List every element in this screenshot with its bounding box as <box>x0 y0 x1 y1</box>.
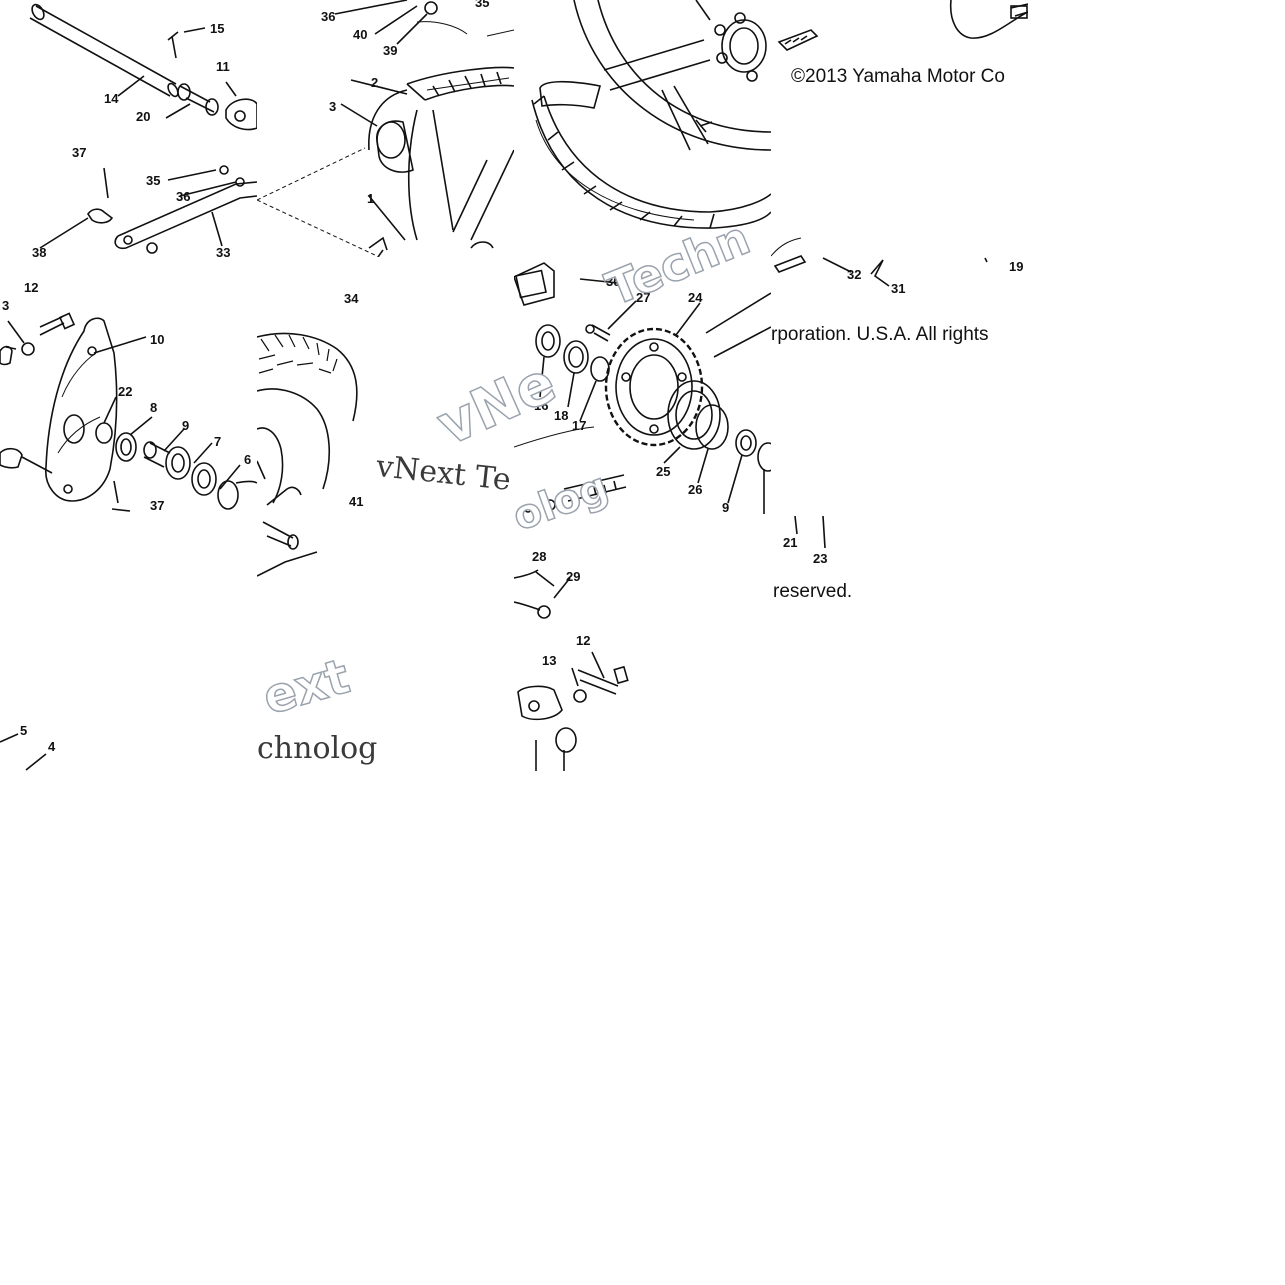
tire-drawing <box>257 0 514 257</box>
bearings-drawing <box>0 312 257 512</box>
callout-number: 15 <box>210 21 225 36</box>
callout-number: 20 <box>136 109 151 124</box>
callout-number: 12 <box>24 280 39 295</box>
callout-number: 9 <box>182 418 190 433</box>
adjuster-drawing <box>514 569 629 771</box>
diagram-tile-pins: 21 23 <box>771 508 891 570</box>
callout-number: 29 <box>566 569 581 584</box>
callout-number: 31 <box>891 281 906 296</box>
diagram-tile-axle: 15 11 14 20 37 35 36 38 33 <box>0 0 257 257</box>
callout-number: 24 <box>688 290 703 305</box>
sprocket-drawing <box>514 262 771 514</box>
watermark-text: ext <box>256 648 356 727</box>
callout-number: 3 <box>2 298 10 313</box>
callout-number: 2 <box>371 75 379 90</box>
callout-number: 7 <box>214 434 222 449</box>
callout-number: 13 <box>542 653 557 668</box>
diagram-tile-wheel <box>514 0 771 257</box>
axle-drawing <box>29 3 257 254</box>
callout-number: 36 <box>176 189 191 204</box>
callout-number: 23 <box>813 551 828 566</box>
callout-number: 37 <box>72 145 87 160</box>
callout-number: 8 <box>150 400 158 415</box>
callout-number: 27 <box>636 290 651 305</box>
callout-number: 41 <box>349 494 364 509</box>
diagram-tile-tire-lower: 41 <box>257 329 514 514</box>
diagram-tile-bearings: 12 3 10 22 8 9 7 6 37 <box>0 257 257 514</box>
callout-number: 12 <box>576 633 591 648</box>
callout-number: 36 <box>321 9 336 24</box>
callout-number: 25 <box>656 464 671 479</box>
callout-number: 35 <box>146 173 161 188</box>
callout-number: 39 <box>383 43 398 58</box>
copyright-line-3: reserved. <box>773 581 853 602</box>
wheel-drawing <box>531 0 771 229</box>
callout-number: 26 <box>688 482 703 497</box>
tire-lower-drawing <box>257 332 358 506</box>
diagram-tile-lower-left: 5 4 <box>0 700 120 771</box>
copyright-line-1: ©2013 Yamaha Motor Co <box>791 66 1005 87</box>
pins-drawing <box>794 515 826 549</box>
callout-number: 19 <box>1009 259 1024 274</box>
callout-number: 28 <box>532 549 547 564</box>
callout-number: 4 <box>48 739 56 754</box>
callout-number: 6 <box>244 452 252 467</box>
diagram-tile-adjuster: 28 29 12 13 <box>514 514 771 771</box>
callout-number: 35 <box>475 0 490 10</box>
callout-number: 34 <box>344 291 359 306</box>
callout-number: 9 <box>722 500 730 514</box>
callout-number: 21 <box>783 535 798 550</box>
axle-end-drawing <box>257 521 318 577</box>
callout-number: 14 <box>104 91 119 106</box>
callout-number: 32 <box>847 267 862 282</box>
lower-left-drawing <box>0 733 47 771</box>
callout-number: 40 <box>353 27 368 42</box>
callout-number: 10 <box>150 332 165 347</box>
callout-number: 38 <box>32 245 47 257</box>
diagram-tile-chain <box>771 0 1028 60</box>
callout-number: 11 <box>216 59 230 74</box>
diagram-tile-tire: 36 40 39 35 2 3 1 <box>257 0 514 257</box>
callout-number: 1 <box>367 191 375 206</box>
rod-drawing <box>771 237 988 287</box>
callout-number: 18 <box>554 408 569 423</box>
callout-number: 22 <box>118 384 133 399</box>
diagram-tile-axle-end <box>257 514 514 586</box>
diagram-tile-rod: 32 31 19 <box>771 236 1028 306</box>
watermark-text: chnolog <box>257 731 378 766</box>
callout-number: 16 <box>534 398 549 413</box>
callout-number: 3 <box>329 99 337 114</box>
callout-number: 30 <box>606 274 621 289</box>
callout-number: 33 <box>216 245 231 257</box>
callout-number: 5 <box>20 723 28 738</box>
callout-number: 37 <box>150 498 165 513</box>
diagram-tile-sprocket: 30 27 24 16 18 17 25 26 9 <box>514 257 771 514</box>
copyright-line-2: rporation. U.S.A. All rights <box>771 324 989 345</box>
chain-drawing <box>777 0 1028 51</box>
callout-number: 17 <box>572 418 587 433</box>
